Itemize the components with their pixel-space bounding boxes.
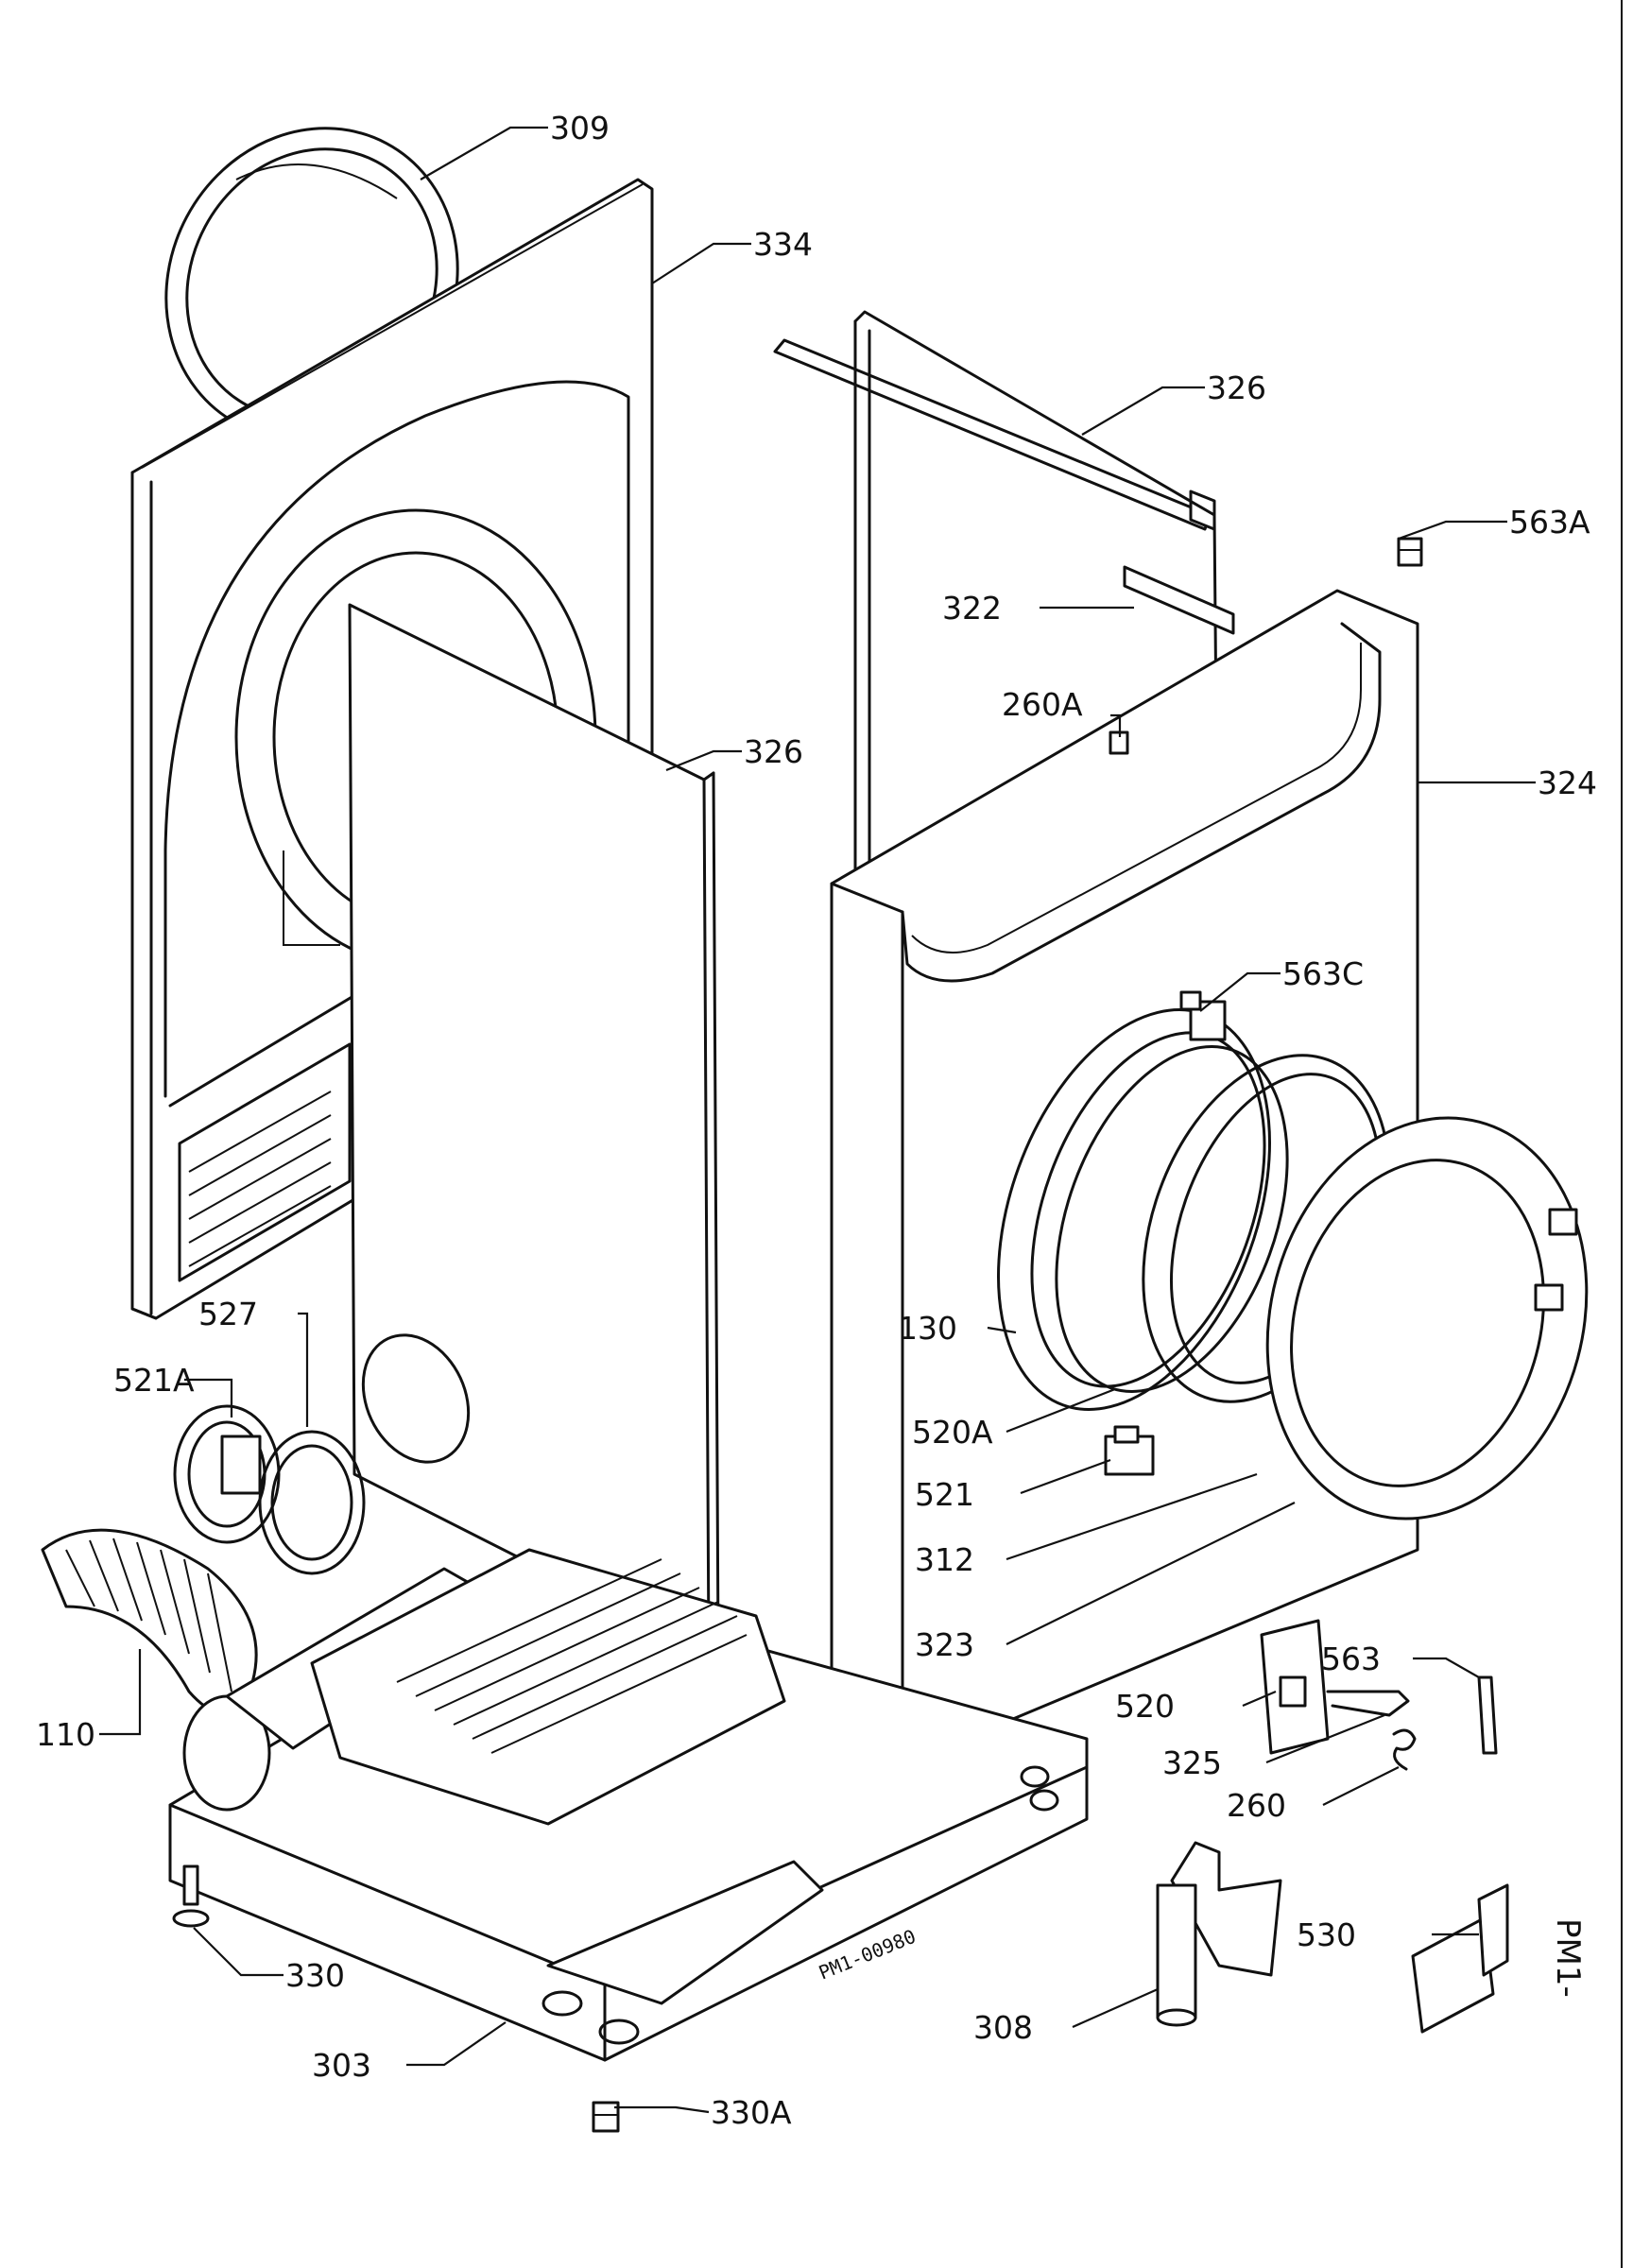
label-110: 110 [36, 1716, 95, 1753]
part-330a-foot [592, 2101, 620, 2133]
part-325-lever [1326, 1690, 1410, 1717]
label-330: 330 [285, 1957, 345, 1994]
label-563: 563 [1321, 1641, 1381, 1677]
label-530: 530 [1297, 1916, 1356, 1953]
label-309: 309 [550, 110, 610, 146]
leader-lines [99, 126, 1536, 2114]
label-303: 303 [312, 2047, 371, 2084]
part-260-clip [1392, 1728, 1417, 1771]
part-563c-clip [1179, 990, 1227, 1041]
part-563a-clip [1397, 537, 1423, 567]
part-324-front-panel [830, 589, 1419, 1769]
side-mark: PM1- [1549, 1918, 1587, 1998]
label-563a: 563A [1509, 504, 1590, 541]
label-334: 334 [753, 226, 813, 263]
label-130: 130 [898, 1310, 957, 1347]
label-563c: 563C [1282, 955, 1364, 992]
part-110-hose [41, 1528, 258, 1715]
label-312: 312 [915, 1541, 974, 1578]
label-260: 260 [1227, 1787, 1286, 1824]
label-260a: 260A [1002, 686, 1083, 723]
part-530-bracket [1411, 1883, 1509, 2034]
label-323: 323 [915, 1626, 974, 1663]
part-326-top-strip [773, 338, 1216, 531]
part-labels: 309 334 326 563A 322 260A 326 324 563C 1… [36, 110, 1597, 2131]
part-563-pin [1477, 1675, 1498, 1755]
label-527: 527 [198, 1296, 258, 1332]
label-520: 520 [1115, 1688, 1175, 1725]
label-521a: 521A [113, 1362, 195, 1399]
label-326-mid: 326 [744, 733, 803, 770]
label-324: 324 [1538, 765, 1597, 801]
part-521a-adapter [173, 1404, 281, 1544]
label-520a: 520A [912, 1414, 993, 1451]
part-326-side-panel [348, 603, 720, 1656]
part-330-foot [172, 1864, 210, 1928]
part-520-hinge-plate [1260, 1619, 1330, 1755]
part-303-base: PM1-00980 [168, 1548, 1089, 2062]
part-521-lock [1104, 1425, 1155, 1476]
label-330a: 330A [711, 2094, 792, 2131]
part-323-door-frame [1265, 1116, 1589, 1521]
label-322: 322 [942, 590, 1002, 627]
label-326-top: 326 [1207, 369, 1266, 406]
label-308: 308 [973, 2009, 1033, 2046]
part-308-hinge [1156, 1841, 1282, 2027]
label-325: 325 [1162, 1744, 1222, 1781]
label-521: 521 [915, 1476, 974, 1513]
